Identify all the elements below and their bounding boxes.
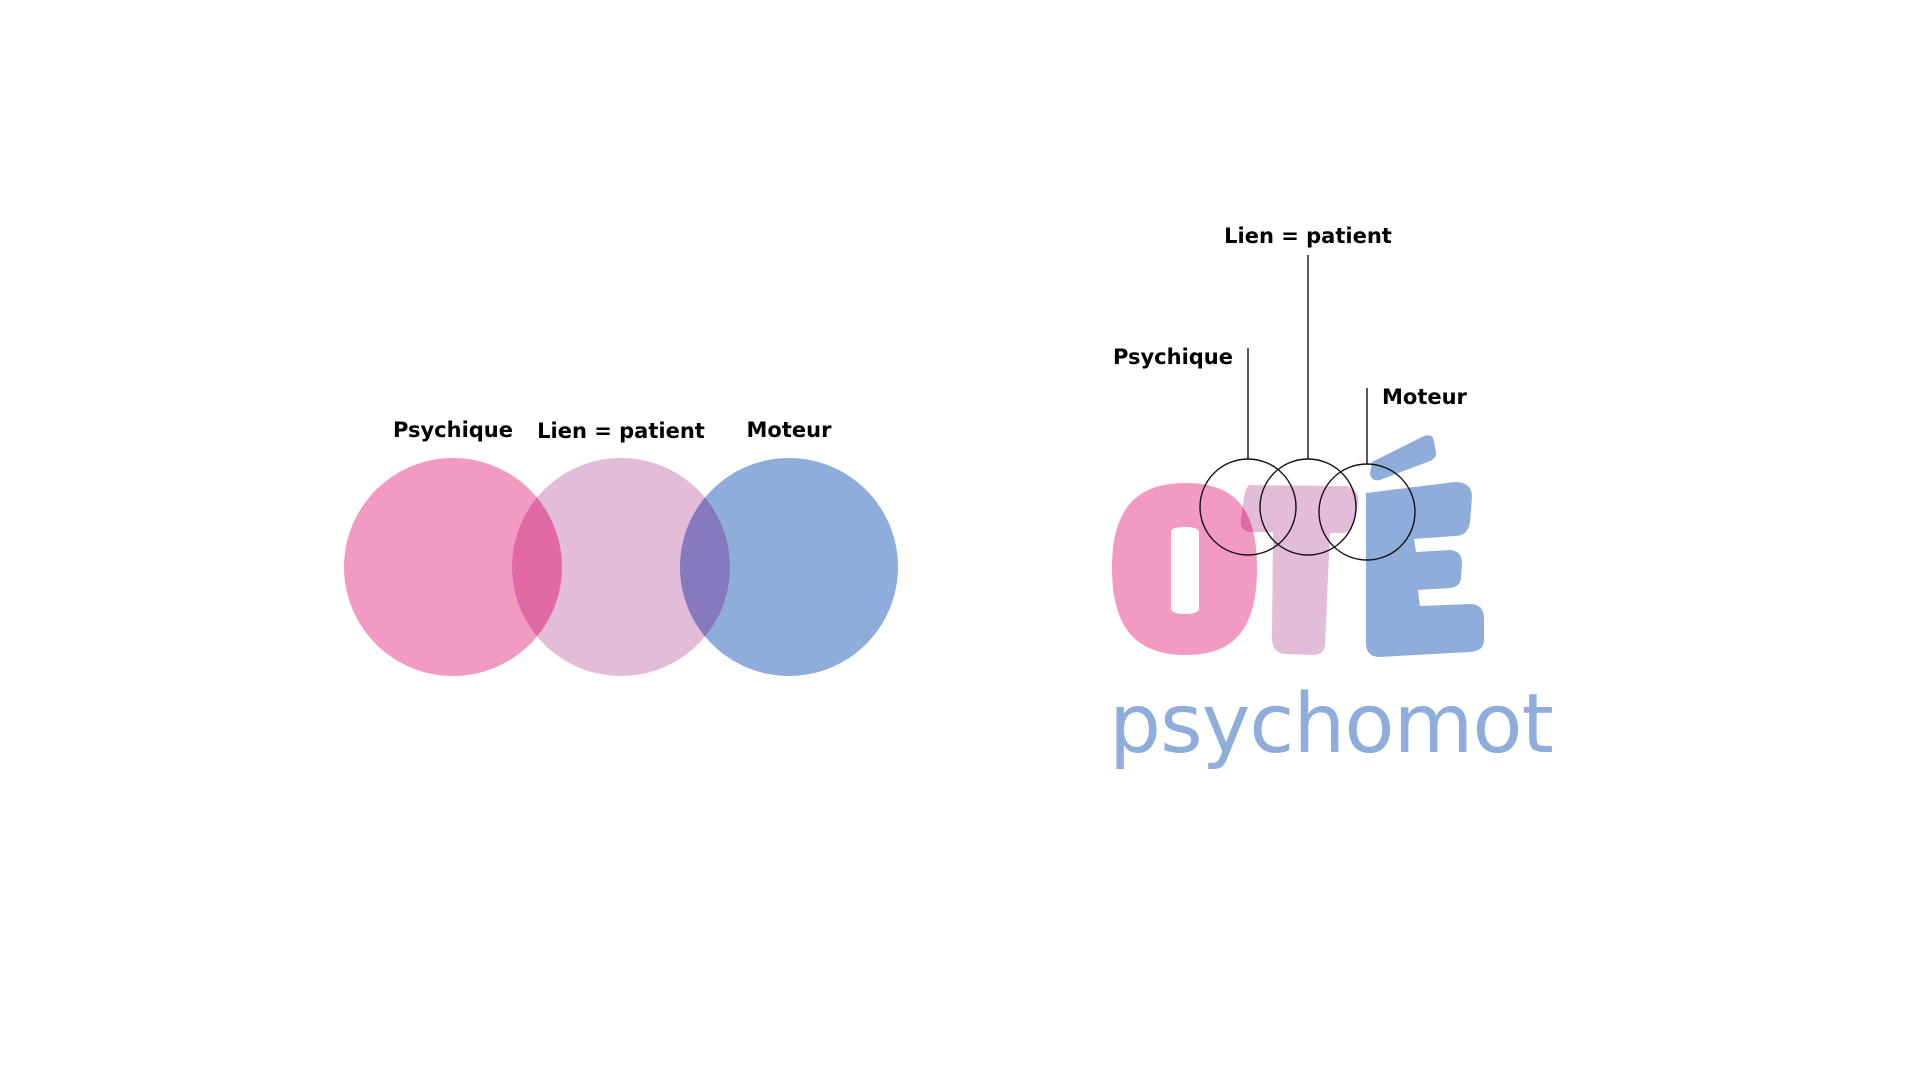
venn-circle-moteur — [680, 458, 898, 676]
logo-letter-o — [1112, 483, 1257, 655]
venn-label-psychique: Psychique — [393, 418, 513, 442]
logo-label-moteur: Moteur — [1382, 385, 1468, 409]
venn-circle-lien — [512, 458, 730, 676]
logo-letter-t — [1240, 485, 1359, 655]
brand-name: psychomot — [1109, 677, 1553, 772]
venn-label-lien: Lien = patient — [537, 419, 705, 443]
venn-diagram: Psychique Lien = patient Moteur — [344, 418, 898, 676]
logo-label-lien: Lien = patient — [1224, 224, 1392, 248]
ote-logo: Psychique Lien = patient Moteur psychomo… — [1109, 224, 1554, 772]
logo-accent — [1370, 435, 1437, 481]
venn-label-moteur: Moteur — [747, 418, 833, 442]
logo-letter-e — [1366, 435, 1484, 657]
venn-circle-psychique — [344, 458, 562, 676]
logo-label-psychique: Psychique — [1113, 345, 1233, 369]
